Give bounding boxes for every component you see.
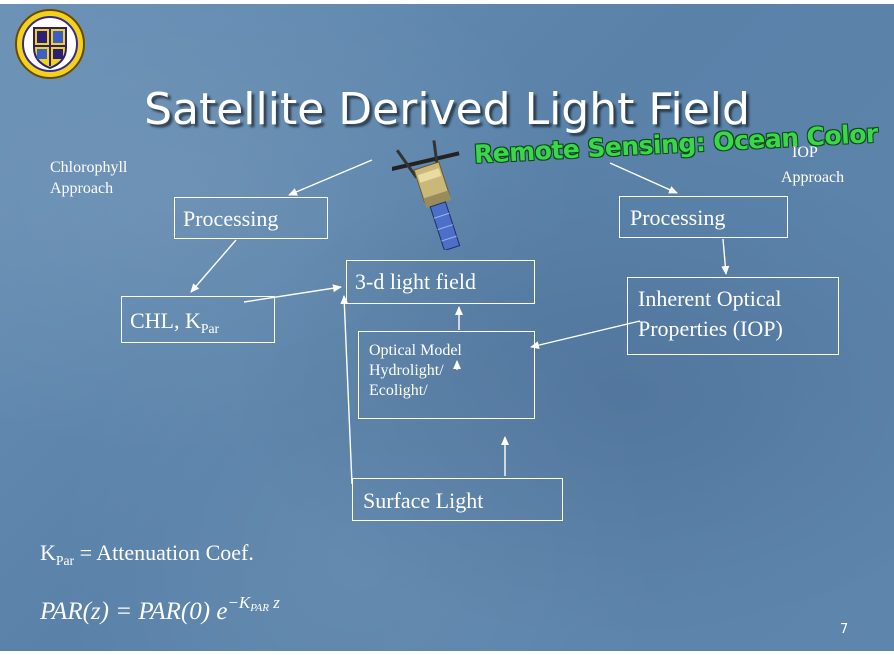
- arrow-iop-to-optical: [530, 320, 641, 350]
- arrow-satellite-to-processing-right: [609, 162, 678, 194]
- arrow-chl-to-light-field: [243, 284, 342, 303]
- slide-top-border: [0, 0, 894, 4]
- processing-right-box: Processing: [619, 196, 788, 238]
- processing-right-label: Processing: [630, 205, 726, 230]
- optical-line3: Ecolight/: [369, 382, 428, 399]
- equation-exponent-subscript: PAR: [250, 602, 269, 614]
- kpar-definition-text: = Attenuation Coef.: [74, 540, 254, 565]
- light-field-box: 3-d light field: [346, 260, 535, 304]
- kpar-definition: KPar = Attenuation Coef.: [40, 539, 254, 575]
- arrow-satellite-to-processing-left: [288, 159, 373, 196]
- processing-left-label: Processing: [183, 206, 279, 231]
- iop-line2: Properties (IOP): [638, 316, 783, 341]
- chl-kpar-label: CHL, KPar: [130, 308, 274, 342]
- iop-box: Inherent Optical Properties (IOP): [627, 277, 839, 355]
- slide-bottom-border: [0, 651, 894, 655]
- equation-lhs: PAR(z) = PAR(0) e: [40, 598, 228, 625]
- page-number: 7: [840, 622, 849, 637]
- arrow-surface-to-light-field: [340, 295, 353, 485]
- equation-exponent-z: z: [269, 593, 280, 612]
- surface-light-label: Surface Light: [363, 488, 484, 513]
- chl-kpar-box: CHL, KPar: [121, 296, 275, 343]
- processing-left-box: Processing: [174, 197, 328, 239]
- chlorophyll-approach-line2: Approach: [50, 180, 114, 197]
- iop-approach-line1: IOP: [792, 144, 818, 161]
- satellite-icon: [392, 140, 461, 250]
- chlorophyll-approach-label: Chlorophyll Approach: [50, 157, 127, 199]
- chlorophyll-approach-line1: Chlorophyll: [50, 159, 128, 176]
- chl-kpar-text: CHL, K: [130, 308, 201, 333]
- university-seal-logo: [15, 9, 85, 79]
- kpar-symbol: K: [40, 540, 56, 565]
- par-equation: PAR(z) = PAR(0) e−KPAR z: [40, 587, 280, 628]
- optical-line2: Hydrolight/: [369, 362, 444, 379]
- light-field-label: 3-d light field: [355, 269, 476, 294]
- arrow-processing-right-to-iop: [721, 238, 730, 275]
- chl-kpar-subscript: Par: [200, 320, 220, 336]
- optical-model-box: Optical Model Hydrolight/ Ecolight/: [358, 331, 535, 419]
- slide-title: Satellite Derived Light Field: [144, 84, 750, 135]
- surface-light-box: Surface Light: [352, 478, 563, 521]
- equation-exponent-k: −K: [227, 593, 251, 612]
- iop-line1: Inherent Optical: [638, 286, 782, 311]
- equation-exponent: −KPAR z: [227, 593, 280, 614]
- iop-approach-label: IOP Approach: [770, 142, 870, 188]
- kpar-symbol-subscript: Par: [55, 552, 75, 568]
- arrow-processing-left-to-chl: [190, 239, 237, 293]
- iop-approach-line2: Approach: [781, 169, 845, 186]
- optical-line1: Optical Model: [369, 342, 462, 359]
